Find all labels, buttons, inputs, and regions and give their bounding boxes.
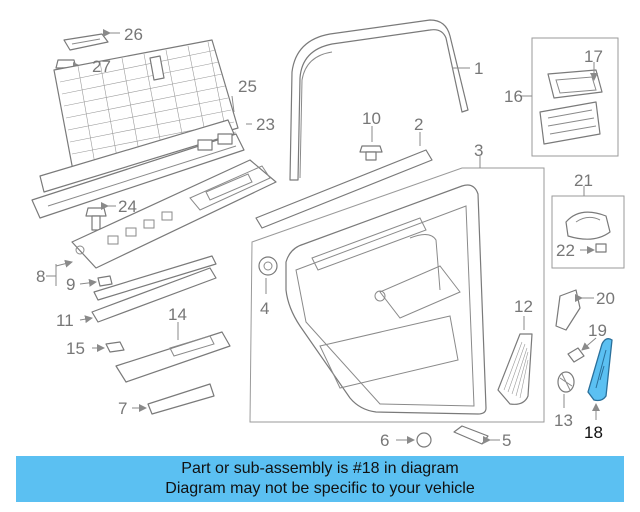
callout-9: 9 xyxy=(66,275,75,294)
callout-1: 1 xyxy=(474,59,483,78)
part-13-cap xyxy=(557,371,575,408)
part-25-sunshade xyxy=(39,39,239,193)
banner-line-2: Diagram may not be specific to your vehi… xyxy=(165,480,475,497)
callout-14: 14 xyxy=(168,305,187,324)
part-10-fastener xyxy=(359,126,383,161)
callout-27: 27 xyxy=(92,57,111,76)
callout-21: 21 xyxy=(574,171,593,190)
part-16-switch-group xyxy=(520,37,619,157)
part-21-lamp-group xyxy=(551,186,625,269)
part-24-bolt xyxy=(85,202,116,231)
callout-22: 22 xyxy=(556,241,575,260)
callout-16: 16 xyxy=(504,87,523,106)
callout-3: 3 xyxy=(474,141,483,160)
callout-25: 25 xyxy=(238,77,257,96)
part-20-bracket xyxy=(555,289,594,331)
part-9-clip xyxy=(79,275,113,287)
banner-line-1: Part or sub-assembly is #18 in diagram xyxy=(181,460,459,477)
part-2-belt-molding xyxy=(255,132,433,229)
part-7-lower-trim xyxy=(132,383,215,415)
callout-18: 18 xyxy=(584,423,603,442)
callout-12: 12 xyxy=(514,297,533,316)
callout-8: 8 xyxy=(36,267,45,286)
part-18-highlighted[interactable] xyxy=(587,338,613,420)
part-6-clip xyxy=(396,432,432,448)
part-14-armrest xyxy=(115,322,231,383)
part-1-window-frame xyxy=(289,19,470,181)
callout-17: 17 xyxy=(584,47,603,66)
callout-11: 11 xyxy=(56,311,74,330)
part-15-clip xyxy=(92,341,125,353)
callout-13: 13 xyxy=(554,411,573,430)
callout-6: 6 xyxy=(380,431,389,450)
callout-24: 24 xyxy=(118,197,137,216)
callout-15: 15 xyxy=(66,339,85,358)
part-4-clip xyxy=(258,256,278,294)
part-26-clip xyxy=(63,29,120,51)
callout-23: 23 xyxy=(256,115,275,134)
callout-10: 10 xyxy=(362,109,381,128)
callout-labels: 1 2 3 4 5 6 7 8 9 10 11 12 13 14 15 16 1… xyxy=(36,25,615,450)
callout-7: 7 xyxy=(118,399,127,418)
callout-26: 26 xyxy=(124,25,143,44)
part-19-clip xyxy=(567,337,597,363)
part-5-screw xyxy=(453,425,500,445)
exploded-view-drawing: 1 2 3 4 5 6 7 8 9 10 11 12 13 14 15 16 1… xyxy=(31,19,625,450)
callout-4: 4 xyxy=(260,299,269,318)
info-banner: Part or sub-assembly is #18 in diagram D… xyxy=(16,456,624,502)
part-11-trim xyxy=(79,267,217,324)
callout-20: 20 xyxy=(596,289,615,308)
part-switch-panel xyxy=(71,159,277,269)
callout-5: 5 xyxy=(502,431,511,450)
part-3-door-panel xyxy=(249,156,545,423)
callout-19: 19 xyxy=(588,321,607,340)
part-8-trim xyxy=(46,255,217,301)
part-12-speaker-grille xyxy=(497,316,533,405)
part-23-rail xyxy=(31,123,252,219)
callout-2: 2 xyxy=(414,115,423,134)
